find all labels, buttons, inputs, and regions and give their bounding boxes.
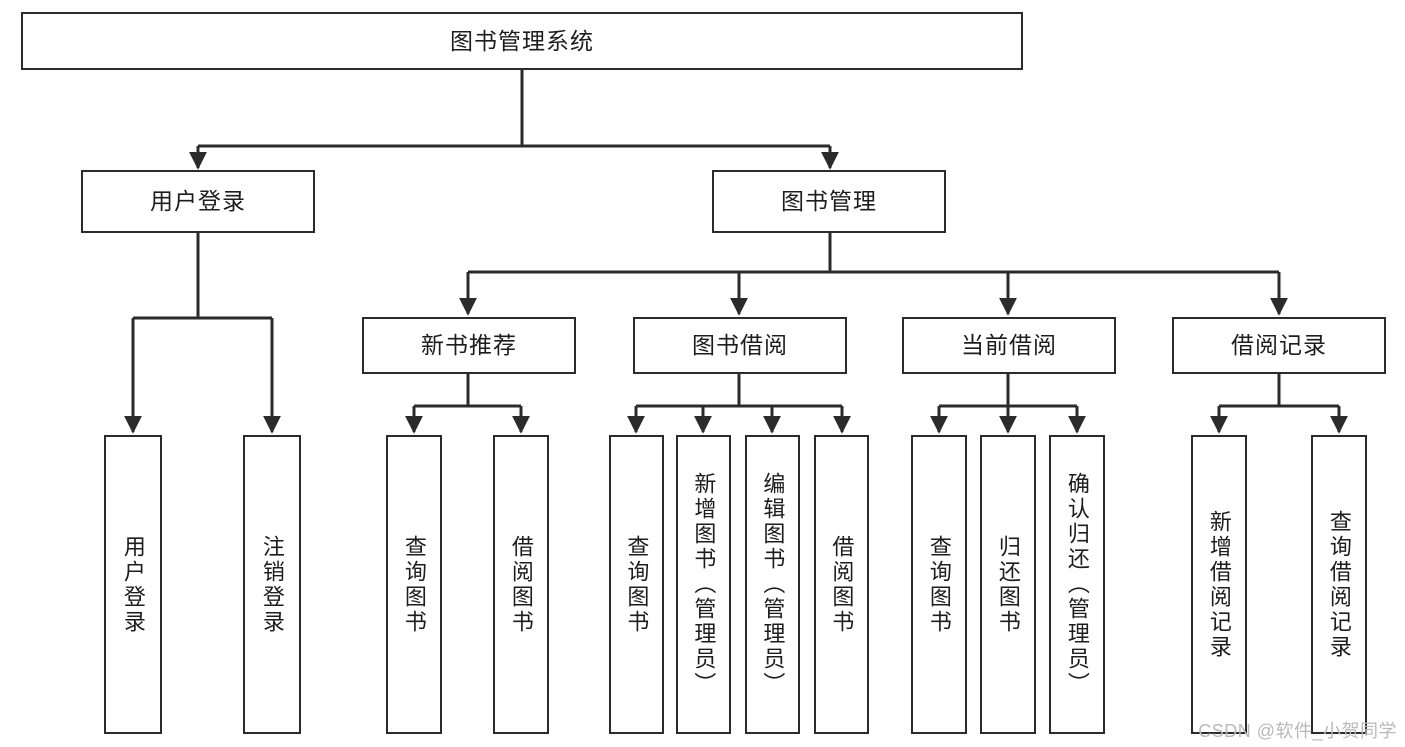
node-user-login-label: 用户登录 [150,188,246,215]
node-root-label: 图书管理系统 [450,27,594,54]
node-leaf-query-book-1[interactable]: 查询图书 [386,435,442,734]
node-root[interactable]: 图书管理系统 [21,12,1023,70]
node-leaf-edit-book[interactable]: 编辑图书（管理员） [745,435,800,734]
node-leaf-borrow-book-2-label: 借阅图书 [829,534,855,635]
node-leaf-confirm-return[interactable]: 确认归还（管理员） [1049,435,1105,734]
node-borrow-record[interactable]: 借阅记录 [1172,317,1386,374]
node-book-borrow-label: 图书借阅 [692,332,788,359]
node-leaf-return-book[interactable]: 归还图书 [980,435,1036,734]
node-book-borrow[interactable]: 图书借阅 [633,317,847,374]
node-book-manage[interactable]: 图书管理 [712,170,946,233]
node-leaf-borrow-book-1[interactable]: 借阅图书 [493,435,549,734]
node-borrow-record-label: 借阅记录 [1231,332,1327,359]
node-leaf-add-record-label: 新增借阅记录 [1206,509,1232,660]
node-leaf-return-book-label: 归还图书 [995,534,1021,635]
node-leaf-user-login[interactable]: 用户登录 [104,435,162,734]
node-leaf-add-book[interactable]: 新增图书（管理员） [676,435,731,734]
node-user-login[interactable]: 用户登录 [81,170,315,233]
node-leaf-user-login-label: 用户登录 [120,534,146,635]
node-leaf-borrow-book-1-label: 借阅图书 [508,534,534,635]
node-leaf-logout-label: 注销登录 [259,534,285,635]
node-leaf-add-book-label: 新增图书（管理员） [691,472,717,697]
node-leaf-confirm-return-label: 确认归还（管理员） [1064,472,1090,697]
node-leaf-query-book-1-label: 查询图书 [401,534,427,635]
node-leaf-logout[interactable]: 注销登录 [243,435,301,734]
node-current-borrow-label: 当前借阅 [961,332,1057,359]
node-book-manage-label: 图书管理 [781,188,877,215]
node-leaf-query-record[interactable]: 查询借阅记录 [1311,435,1367,734]
node-new-book-rec-label: 新书推荐 [421,332,517,359]
node-leaf-query-book-3-label: 查询图书 [926,534,952,635]
watermark: CSDN @软件_小贺同学 [1198,721,1397,741]
node-leaf-add-record[interactable]: 新增借阅记录 [1191,435,1247,734]
node-leaf-query-book-3[interactable]: 查询图书 [911,435,967,734]
node-current-borrow[interactable]: 当前借阅 [902,317,1116,374]
node-leaf-query-book-2[interactable]: 查询图书 [609,435,664,734]
node-leaf-query-book-2-label: 查询图书 [624,534,650,635]
node-leaf-borrow-book-2[interactable]: 借阅图书 [814,435,869,734]
node-leaf-query-record-label: 查询借阅记录 [1326,509,1352,660]
node-new-book-rec[interactable]: 新书推荐 [362,317,576,374]
node-leaf-edit-book-label: 编辑图书（管理员） [760,472,786,697]
